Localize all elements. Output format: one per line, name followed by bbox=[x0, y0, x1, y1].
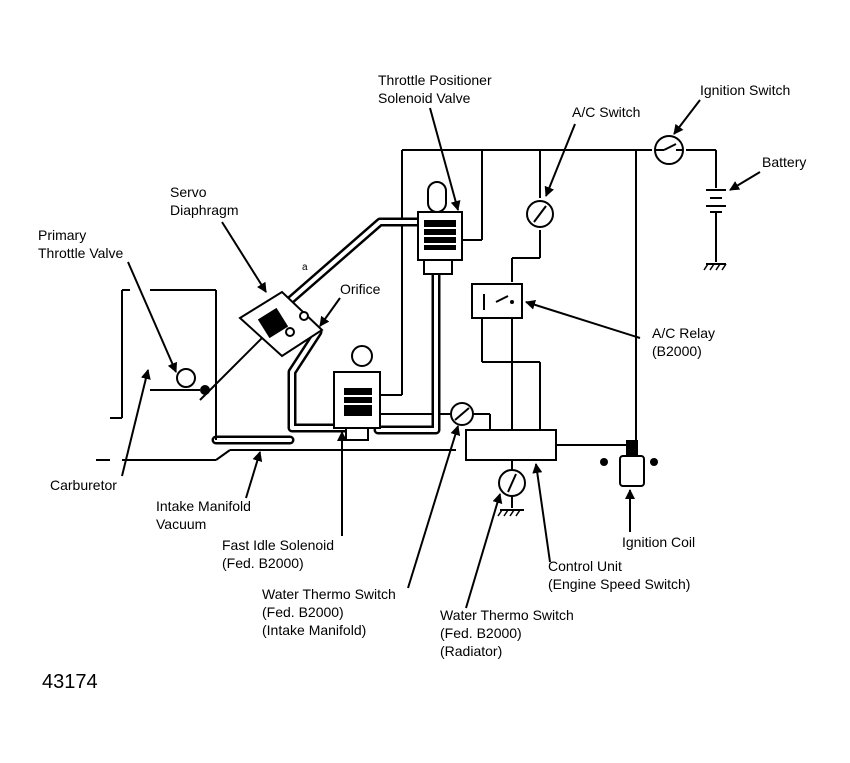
marker-a: a bbox=[302, 262, 308, 273]
figure-number: 43174 bbox=[42, 671, 98, 693]
ignition-coil-label: Ignition Coil bbox=[622, 534, 695, 550]
ac-relay bbox=[471, 283, 523, 319]
intake-manifold-label-2: Vacuum bbox=[156, 516, 206, 532]
battery bbox=[703, 189, 727, 271]
orifice-label: Orifice bbox=[340, 281, 381, 297]
intake-manifold bbox=[96, 449, 456, 461]
ac-switch-label: A/C Switch bbox=[572, 104, 640, 120]
control-unit bbox=[465, 429, 557, 461]
wts-radiator-label-1: Water Thermo Switch bbox=[440, 607, 574, 623]
ignition-switch bbox=[654, 135, 684, 165]
servo-label-1: Servo bbox=[170, 184, 207, 200]
vacuum-hoses bbox=[211, 217, 441, 445]
ignition-switch-label: Ignition Switch bbox=[700, 82, 790, 98]
control-unit-label-1: Control Unit bbox=[548, 558, 622, 574]
water-thermo-switch-intake bbox=[450, 402, 474, 426]
wts-intake-label-1: Water Thermo Switch bbox=[262, 586, 396, 602]
intake-manifold-label-1: Intake Manifold bbox=[156, 498, 251, 514]
primary-throttle-label-1: Primary bbox=[38, 227, 86, 243]
throttle-positioner-label-1: Throttle Positioner bbox=[378, 72, 492, 88]
battery-label: Battery bbox=[762, 154, 806, 170]
wts-radiator-label-2: (Fed. B2000) bbox=[440, 625, 522, 641]
ac-relay-label-2: (B2000) bbox=[652, 343, 702, 359]
fast-idle-label-2: (Fed. B2000) bbox=[222, 555, 304, 571]
ac-switch bbox=[526, 200, 554, 228]
servo-label-2: Diaphragm bbox=[170, 202, 238, 218]
fast-idle-solenoid bbox=[333, 345, 381, 441]
carburetor-label: Carburetor bbox=[50, 477, 117, 493]
pointer-arrows bbox=[121, 99, 761, 609]
carburetor bbox=[110, 289, 217, 440]
labels: Throttle Positioner Solenoid Valve A/C S… bbox=[38, 72, 806, 693]
throttle-positioner-solenoid bbox=[417, 181, 463, 275]
throttle-positioner-label-2: Solenoid Valve bbox=[378, 90, 471, 106]
servo-diaphragm bbox=[199, 290, 324, 401]
wts-radiator-label-3: (Radiator) bbox=[440, 643, 502, 659]
control-unit-label-2: (Engine Speed Switch) bbox=[548, 576, 690, 592]
wts-intake-label-2: (Fed. B2000) bbox=[262, 604, 344, 620]
primary-throttle-label-2: Throttle Valve bbox=[38, 245, 124, 261]
ac-relay-label-1: A/C Relay bbox=[652, 325, 715, 341]
ignition-coil bbox=[600, 440, 658, 487]
water-thermo-switch-radiator bbox=[497, 469, 526, 517]
fast-idle-label-1: Fast Idle Solenoid bbox=[222, 537, 334, 553]
wts-intake-label-3: (Intake Manifold) bbox=[262, 622, 366, 638]
